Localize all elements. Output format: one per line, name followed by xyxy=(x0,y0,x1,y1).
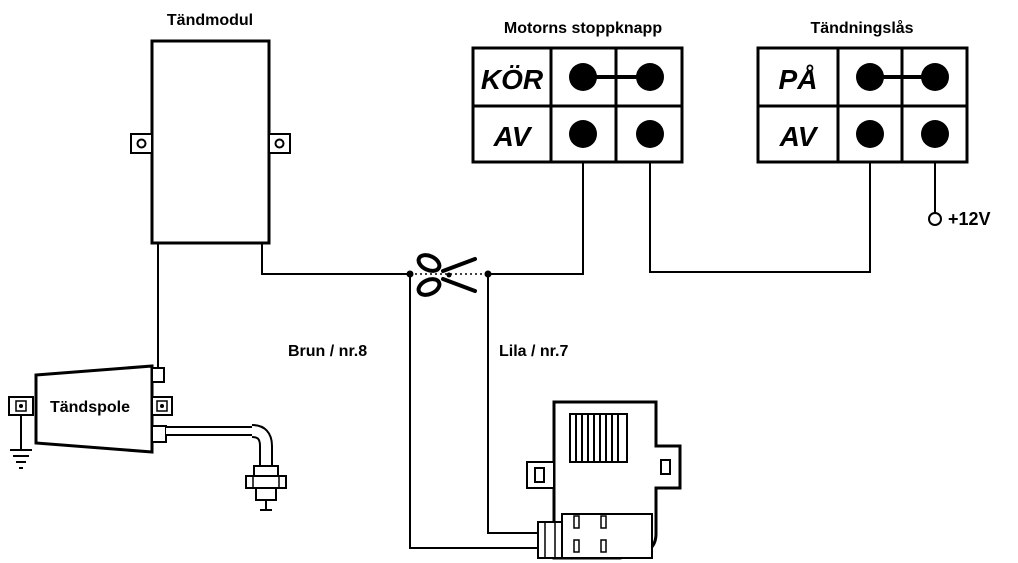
contact-dot xyxy=(921,120,949,148)
brown-wire-label: Brun / nr.8 xyxy=(288,343,367,360)
stop-switch: KÖR AV xyxy=(471,46,684,164)
ignition-lock-row-off: AV xyxy=(779,121,819,152)
ignition-lock-row-on: PÅ xyxy=(779,64,818,95)
ground-icon xyxy=(10,415,32,469)
ignition-coil xyxy=(8,364,173,454)
spark-plug-icon xyxy=(166,424,287,511)
wires xyxy=(157,163,936,549)
new-ignition-unit xyxy=(526,400,682,560)
contact-dot xyxy=(636,120,664,148)
contact-dot xyxy=(856,120,884,148)
contact-dot xyxy=(569,120,597,148)
purple-wire-label: Lila / nr.7 xyxy=(499,343,568,360)
wire-module-to-cut xyxy=(261,243,410,275)
coil-label: Tändspole xyxy=(50,399,130,416)
scissors-icon xyxy=(416,253,477,297)
supply-terminal xyxy=(928,212,942,226)
ignition-module xyxy=(130,39,291,245)
wire-purple xyxy=(487,274,538,534)
wire-stop-to-lock xyxy=(649,163,871,273)
stop-switch-row-off: AV xyxy=(493,121,533,152)
wire-cut-to-stop xyxy=(488,163,584,275)
junction-dot-left xyxy=(406,270,414,278)
coil-body xyxy=(34,364,154,454)
wire-module-to-coil xyxy=(157,243,164,375)
unit-connector xyxy=(537,521,563,559)
wire-brown xyxy=(409,274,538,549)
coil-output-tab xyxy=(151,425,167,443)
coil-input-tab xyxy=(151,367,165,383)
stop-switch-row-run: KÖR xyxy=(481,64,544,95)
junction-dot-right xyxy=(484,270,492,278)
ignition-module-label: Tändmodul xyxy=(167,12,253,29)
ignition-lock-label: Tändningslås xyxy=(810,19,913,37)
ignition-lock: PÅ AV xyxy=(756,46,969,164)
stop-switch-label: Motorns stoppknapp xyxy=(504,20,662,37)
supply-label: +12V xyxy=(948,209,991,229)
